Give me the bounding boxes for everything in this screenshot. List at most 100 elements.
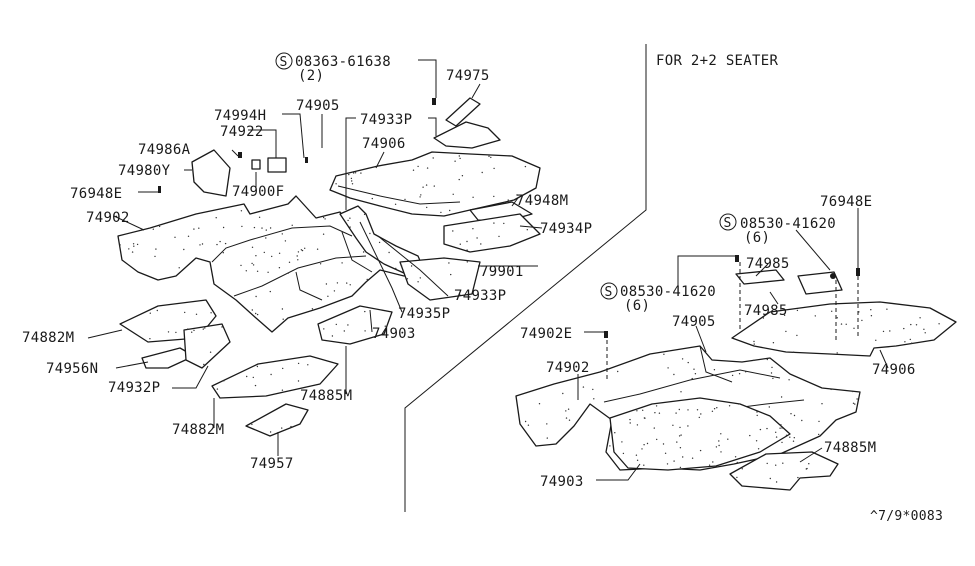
texture-dot (793, 437, 795, 439)
texture-dot (780, 424, 782, 426)
texture-dot (759, 428, 762, 431)
texture-dot (281, 233, 283, 235)
texture-dot (766, 462, 768, 465)
texture-dot (538, 403, 541, 405)
texture-dot (281, 308, 284, 310)
texture-dot (269, 431, 272, 433)
texture-dot (224, 242, 227, 245)
texture-dot (385, 240, 388, 242)
texture-dot (622, 452, 625, 455)
texture-dot (662, 443, 665, 445)
texture-dot (775, 464, 777, 466)
texture-dot (836, 317, 838, 319)
texture-dot (195, 313, 198, 315)
texture-dot (680, 434, 682, 436)
texture-dot (738, 403, 740, 405)
texture-dot (417, 165, 419, 168)
right-leader-lines (577, 208, 889, 481)
texture-dot (202, 328, 204, 330)
texture-dot (696, 409, 699, 411)
texture-dot (676, 441, 678, 443)
texture-dot (770, 372, 773, 374)
part-label: 74922 (220, 124, 264, 140)
texture-dot (673, 373, 675, 376)
texture-dot (209, 351, 212, 353)
texture-dot (419, 277, 421, 279)
section-title: FOR 2+2 SEATER (656, 53, 778, 69)
texture-dot (319, 263, 322, 265)
texture-dot (388, 251, 390, 254)
texture-dot (187, 235, 190, 237)
texture-dot (852, 390, 854, 393)
texture-dot (154, 255, 156, 258)
texture-dot (458, 155, 460, 157)
texture-dot (655, 405, 658, 407)
texture-dot (395, 267, 397, 270)
texture-dot (546, 423, 548, 425)
texture-dot (546, 437, 548, 439)
texture-dot (524, 165, 527, 168)
texture-dot (762, 317, 765, 319)
texture-dot (324, 218, 326, 220)
texture-dot (915, 324, 918, 326)
texture-dot (287, 272, 289, 274)
texture-dot (336, 282, 339, 284)
texture-dot (297, 251, 300, 253)
texture-dot (219, 240, 221, 243)
texture-dot (343, 330, 345, 332)
pad-74882M-lower (211, 355, 339, 399)
texture-dot (507, 199, 509, 201)
texture-dot (316, 248, 319, 250)
texture-dot (410, 265, 413, 267)
texture-dot (366, 278, 368, 281)
texture-dot (503, 222, 505, 225)
texture-dot (653, 427, 655, 429)
texture-dot (425, 184, 428, 186)
screw-part-number: 08530-41620 (740, 216, 836, 232)
part-label: 74902 (86, 210, 130, 226)
texture-dot (335, 183, 337, 185)
part-label: 74902 (546, 360, 590, 376)
texture-dot (256, 270, 259, 272)
texture-dot (699, 449, 702, 452)
texture-dot (845, 323, 847, 325)
main-floor-carpet-74902 (117, 195, 425, 333)
texture-dot (265, 229, 267, 231)
texture-dot (797, 476, 799, 479)
texture-dot (635, 454, 638, 456)
texture-dot (384, 325, 386, 327)
texture-dot (347, 324, 349, 326)
texture-dot (687, 361, 689, 364)
texture-dot (818, 433, 820, 436)
texture-dot (271, 255, 273, 258)
texture-dot (452, 230, 454, 232)
texture-dot (322, 233, 325, 235)
texture-dot (269, 290, 271, 293)
texture-dot (775, 436, 778, 438)
texture-dot (693, 368, 695, 370)
texture-dot (856, 398, 858, 400)
texture-dot (353, 172, 355, 174)
texture-dot (255, 312, 257, 315)
texture-dot (565, 410, 567, 412)
texture-dot (753, 340, 755, 343)
texture-dot (713, 369, 716, 371)
texture-dot (910, 323, 912, 326)
texture-dot (222, 252, 224, 254)
texture-dot (204, 327, 206, 329)
texture-dot (923, 328, 925, 330)
bracket-74980Y (191, 149, 231, 197)
part-label: 76948E (820, 194, 872, 210)
clip-74922 (267, 157, 287, 173)
texture-dot (768, 406, 770, 408)
part-label: 74933P (454, 288, 506, 304)
texture-dot (716, 407, 718, 409)
texture-dot (712, 461, 714, 463)
texture-dot (678, 408, 680, 411)
texture-dot (727, 438, 729, 440)
texture-dot (459, 293, 461, 296)
texture-dot (687, 425, 689, 427)
texture-dot (252, 376, 254, 379)
part-label: 74975 (446, 68, 490, 84)
texture-dot (133, 245, 135, 247)
